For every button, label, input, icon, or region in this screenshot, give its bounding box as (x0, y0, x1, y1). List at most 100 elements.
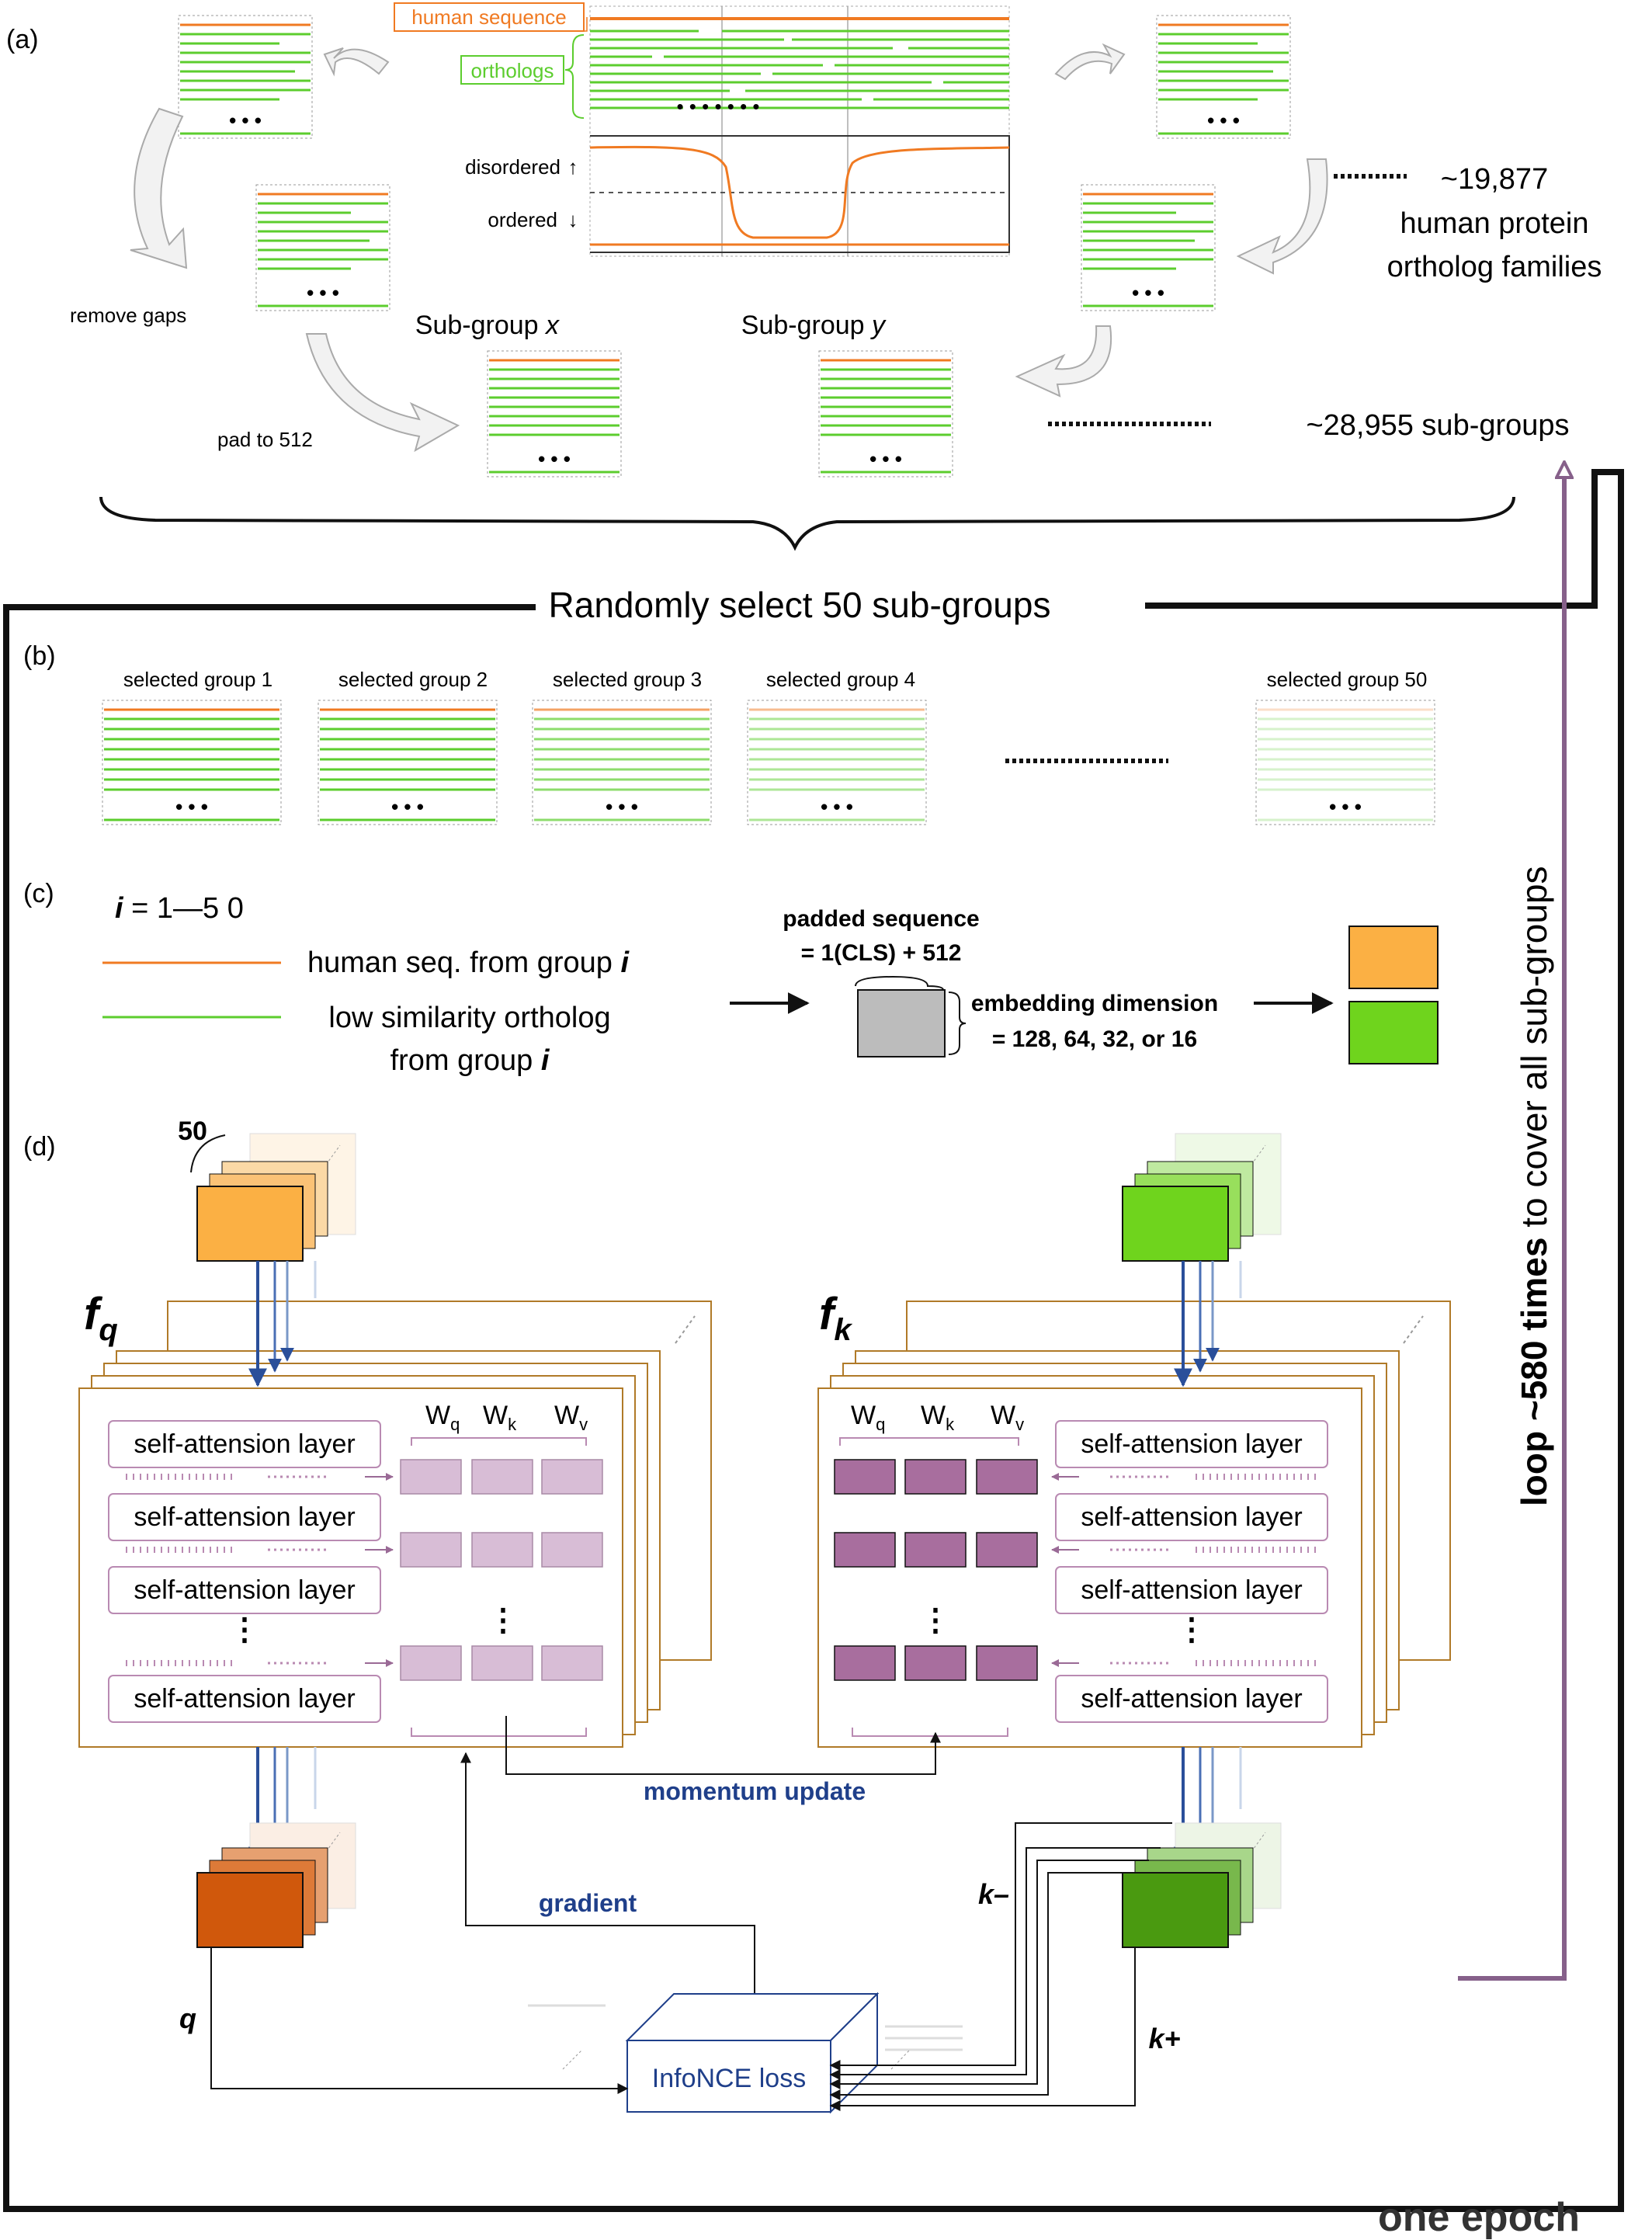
weight-matrix (904, 1532, 967, 1568)
wq-label: Wq (851, 1401, 885, 1434)
weight-matrix (904, 1459, 967, 1495)
infonce-label: InfoNCE loss (652, 2064, 806, 2093)
thumbnail-frame (818, 350, 953, 478)
vertical-ellipsis: ⋮ (229, 1613, 260, 1647)
curved-arrow-icon (323, 47, 390, 77)
weight-matrix (471, 1645, 533, 1681)
group-label: selected group 50 (1267, 668, 1428, 691)
weight-matrix (541, 1532, 603, 1568)
thumbnail-ellipsis: • • • (869, 447, 902, 471)
attention-layer-label: self-attension layer (134, 1684, 355, 1714)
thumbnail-frame (1081, 184, 1216, 311)
alignment-thumbnail: • • • (487, 350, 622, 478)
query-embedding (1348, 926, 1439, 989)
thumbnail-frame (1255, 700, 1435, 825)
wv-label: Wv (554, 1401, 588, 1434)
thumbnail-frame (318, 700, 498, 825)
stack-card (196, 1186, 304, 1262)
remove-gaps-label: remove gaps (70, 304, 186, 327)
embedding-brace (948, 992, 967, 1055)
stack-depth (325, 1832, 341, 1853)
layer-weight-links (1051, 1473, 1320, 1667)
wk-label: Wk (921, 1401, 955, 1434)
disorder-curve (589, 145, 1010, 239)
query-output-stack (196, 1822, 356, 1948)
selection-brace (99, 496, 1515, 551)
alignment-lines (590, 17, 1009, 109)
attention-layer (108, 1493, 381, 1541)
thumbnail-ellipsis: • • • (1329, 795, 1362, 818)
thumbnail-frame (747, 700, 927, 825)
attention-layer (108, 1675, 381, 1723)
negative-key-arrow (829, 1860, 1149, 2089)
curved-arrow-icon (305, 333, 460, 453)
input-arrows (248, 1261, 1242, 1387)
group-label: selected group 3 (553, 668, 702, 691)
padded-sequence-label: padded sequence (783, 906, 979, 932)
central-alignment: • • • • • • • disordered ↑ ordered ↓ hum… (394, 2, 1010, 257)
stack-depth (1403, 1315, 1424, 1344)
key-embedding (1348, 1001, 1439, 1064)
random-select-label: Randomly select 50 sub-groups (549, 585, 1051, 625)
panel-a-label: (a) (6, 25, 39, 54)
legend-ortholog-line1: low similarity ortholog (328, 1002, 610, 1034)
selected-group-thumbnails: • • •• • •• • •• • •• • • (102, 700, 1435, 825)
attention-layer-label: self-attension layer (1081, 1575, 1302, 1605)
attention-layer (108, 1566, 381, 1614)
thumbnail-ellipsis: • • • (1207, 109, 1240, 132)
human-sequence-pointer (574, 17, 588, 32)
stack-depth (562, 2049, 583, 2070)
thumbnail-ellipsis: • • • (229, 109, 262, 132)
wv-label: Wv (991, 1401, 1024, 1434)
families-line3: ortholog families (1387, 251, 1602, 283)
alignment-thumbnail: • • • (532, 700, 712, 825)
alignment-thumbnail: • • • (818, 350, 953, 478)
thumbnail-frame (102, 700, 282, 825)
weight-matrices (400, 1459, 1038, 1681)
weight-matrix (834, 1532, 896, 1568)
negative-key-arrow (829, 1847, 1161, 2080)
positive-key-label: k+ (1148, 2023, 1180, 2054)
weights-bracket (839, 1437, 1019, 1446)
weight-matrix (834, 1459, 896, 1495)
curved-arrow-icon (1054, 43, 1126, 81)
stack-card (1122, 1872, 1229, 1948)
weight-matrix (904, 1645, 967, 1681)
weight-matrix (541, 1645, 603, 1681)
thumbnail-ellipsis: • • • (175, 795, 208, 818)
stack-depth (325, 1144, 341, 1165)
stack-card (1122, 1186, 1229, 1262)
panel-a: • • • • • • • disordered ↑ ordered ↓ hum… (70, 2, 1602, 551)
group-label: selected group 2 (338, 668, 488, 691)
weight-matrix (976, 1459, 1038, 1495)
alignment-thumbnail: • • • (178, 15, 313, 139)
loop-label: loop ~580 times to cover all sub-groups (1514, 866, 1554, 1506)
key-encoder-label: fk (819, 1289, 852, 1347)
group-label: selected group 1 (123, 668, 272, 691)
thumbnail-ellipsis: • • • (606, 795, 638, 818)
curved-arrow-icon (1236, 158, 1328, 275)
stack-depth (890, 2049, 911, 2070)
layer-weight-links (126, 1473, 394, 1667)
flow-arrows (130, 43, 1328, 453)
key-input-stack (1122, 1133, 1282, 1262)
human-sequence-label: human sequence (411, 5, 566, 29)
attention-layer (1055, 1566, 1328, 1614)
key-output-stack (1122, 1822, 1282, 1948)
group-label: selected group 4 (766, 668, 915, 691)
attention-layer (1055, 1675, 1328, 1723)
attention-layer-label: self-attension layer (1081, 1502, 1302, 1532)
attention-layer-label: self-attension layer (1081, 1684, 1302, 1714)
wq-label: Wq (425, 1401, 460, 1434)
alignment-ellipsis: • • • • • • • (676, 95, 759, 118)
thumbnail-frame (532, 700, 712, 825)
stack-card (196, 1872, 304, 1948)
alignment-frame (589, 5, 1010, 257)
weight-matrix (471, 1532, 533, 1568)
embedding-dimension-label: embedding dimension (971, 991, 1218, 1016)
attention-layer-label: self-attension layer (134, 1502, 355, 1532)
arrow-down-icon: ↓ (568, 208, 578, 231)
subgroups-count: ~28,955 sub-groups (1306, 409, 1569, 442)
vertical-ellipsis: ⋮ (1176, 1613, 1207, 1647)
human-sequence-tag (394, 2, 585, 32)
